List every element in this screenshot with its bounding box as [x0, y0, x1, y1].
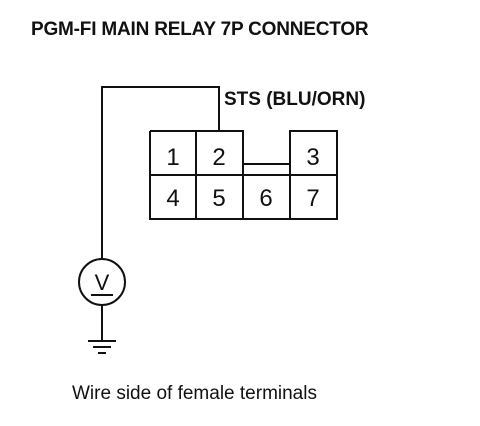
diagram-title: PGM-FI MAIN RELAY 7P CONNECTOR	[31, 19, 369, 40]
pin-1: 1	[166, 144, 179, 171]
ground-icon	[88, 340, 116, 354]
diagram-caption: Wire side of female terminals	[72, 383, 317, 404]
wire-label: STS (BLU/ORN)	[224, 89, 366, 110]
voltmeter-symbol: V	[95, 270, 110, 295]
pin-2: 2	[212, 144, 225, 171]
pin-5: 5	[212, 185, 225, 212]
pin-6: 6	[259, 185, 272, 212]
pin-4: 4	[166, 185, 179, 212]
connector-7p	[149, 130, 338, 220]
pin-3: 3	[306, 144, 319, 171]
voltmeter-icon: V	[78, 258, 126, 306]
probe-wire	[101, 86, 220, 258]
pin-7: 7	[306, 185, 319, 212]
